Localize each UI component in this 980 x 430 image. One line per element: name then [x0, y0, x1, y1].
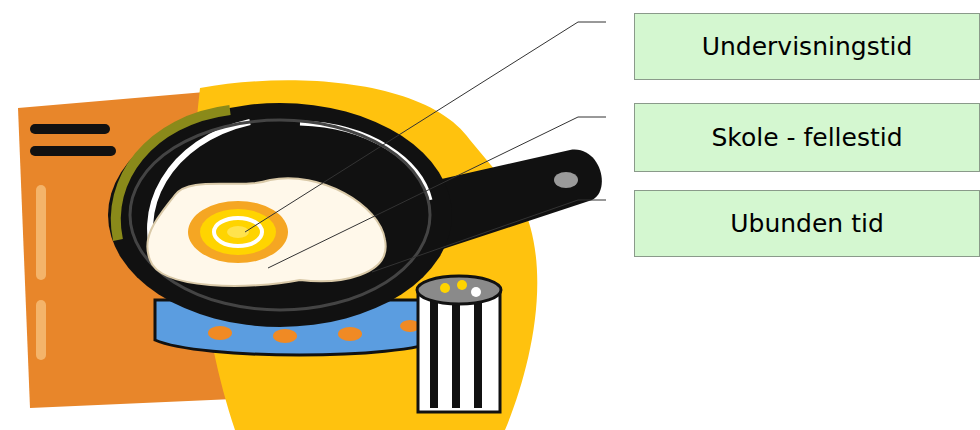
- pan-body: [108, 103, 452, 327]
- label-box: Ubunden tid: [634, 190, 980, 257]
- shaker-top: [417, 276, 501, 304]
- egg-yolk: [188, 201, 288, 263]
- leader-line: [372, 200, 606, 272]
- shaker-stripe: [474, 300, 482, 408]
- black-bar: [30, 146, 116, 156]
- flame-dot: [338, 327, 362, 341]
- shaker-stripe: [430, 300, 438, 408]
- box-label: Undervisningstid: [702, 32, 913, 61]
- yolk-ring: [214, 218, 262, 246]
- box-label: Skole - fellestid: [711, 123, 902, 152]
- label-box: Skole - fellestid: [634, 103, 980, 172]
- box-label: Ubunden tid: [730, 209, 884, 238]
- black-bar: [30, 124, 110, 134]
- light-stripe: [36, 300, 46, 360]
- egg-yolk: [200, 209, 276, 255]
- leader-line: [268, 117, 606, 268]
- shaker-hole: [457, 280, 467, 290]
- pan-inner-rim: [130, 120, 430, 310]
- salt-shaker: [418, 290, 500, 412]
- light-stripe: [36, 185, 46, 280]
- leader-line: [245, 22, 606, 232]
- egg-white: [147, 178, 385, 286]
- flame-dot: [208, 326, 232, 340]
- shaker-hole: [440, 283, 450, 293]
- label-box: Undervisningstid: [634, 13, 980, 80]
- flame-dot: [273, 329, 297, 343]
- shaker-stripe: [452, 300, 460, 408]
- shaker-hole: [471, 287, 481, 297]
- handle-hole: [554, 172, 578, 188]
